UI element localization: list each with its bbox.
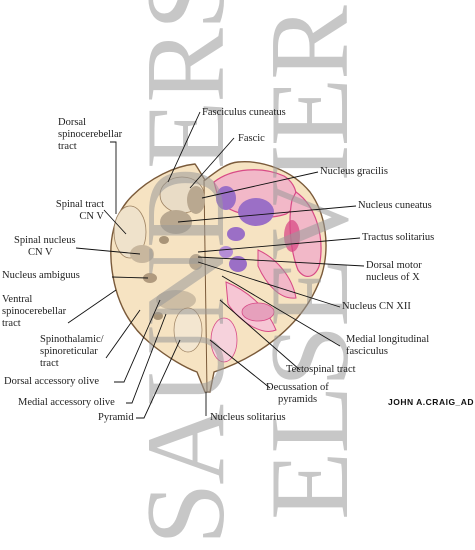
label-nucleus-ambiguus: Nucleus ambiguus <box>2 270 80 281</box>
label-nucleus-solitarius: Nucleus solitarius <box>210 412 286 423</box>
artist-signature: JOHN A.CRAIG_AD <box>388 397 475 407</box>
leader-tractus-solitarius <box>197 237 361 253</box>
label-dorsal-accessory-olive: Dorsal accessory olive <box>4 376 100 387</box>
leader-fasciculus-gracilis <box>189 137 235 189</box>
label-dorsal-spinocerebellar-line3: tract <box>58 141 77 152</box>
label-spinal-nucleus-cnv-line2: CN V <box>28 247 53 258</box>
leader-ventral-spinocerebellar <box>67 289 117 324</box>
label-spinal-tract-cnv-line2: CN V <box>79 211 104 222</box>
label-decussation-line1: Decussation of <box>266 382 329 393</box>
left-hypoglossal <box>189 254 203 270</box>
leader-spinothalamic <box>105 309 141 359</box>
leader-nucleus-cuneatus <box>177 205 357 223</box>
label-ventral-spinocerebellar-line2: spinocerebellar <box>2 306 67 317</box>
label-fasciculus-gracilis: Fascic <box>238 133 265 144</box>
label-spinothalamic-line2: spinoreticular <box>40 346 98 357</box>
left-olive <box>156 290 196 310</box>
label-nucleus-gracilis: Nucleus gracilis <box>320 166 388 177</box>
label-nucleus-cn-xii: Nucleus CN XII <box>342 301 411 312</box>
label-nucleus-cuneatus: Nucleus cuneatus <box>358 200 432 211</box>
label-spinal-nucleus-cnv: Spinal nucleus CN V <box>14 235 76 259</box>
left-nucleus-cuneatus <box>160 210 192 234</box>
label-tectospinal: Tectospinal tract <box>286 364 356 375</box>
label-pyramid: Pyramid <box>98 412 134 423</box>
midline <box>203 179 208 393</box>
label-dorsal-motor-x-line1: Dorsal motor <box>366 260 422 271</box>
leader-medial-accessory-olive <box>126 313 167 404</box>
label-dorsal-motor-x: Dorsal motor nucleus of X <box>366 260 422 284</box>
right-tractus-solitarius <box>227 227 245 241</box>
label-medial-longitudinal-line2: fasciculus <box>346 346 388 357</box>
leader-nucleus-gracilis <box>201 171 319 199</box>
label-decussation-line2: pyramids <box>278 394 318 405</box>
right-nucleus-gracilis <box>216 186 236 210</box>
right-olive <box>241 302 275 322</box>
right-pink-tract-a <box>257 249 297 299</box>
label-medial-longitudinal-line1: Medial longitudinal <box>346 334 430 345</box>
label-ventral-spinocerebellar-line3: tract <box>2 318 21 329</box>
label-spinothalamic-line3: tract <box>40 358 59 369</box>
leader-decussation <box>209 339 271 389</box>
label-spinal-tract-cnv-line1: Spinal tract <box>55 199 104 210</box>
label-medial-longitudinal: Medial longitudinal fasciculus <box>346 334 429 358</box>
leader-pyramid <box>136 339 181 419</box>
left-small-nucleus-a <box>159 236 169 244</box>
label-ventral-spinocerebellar-line1: Ventral <box>2 294 33 305</box>
leader-tectospinal <box>219 299 301 371</box>
leader-dorsal-accessory-olive <box>114 299 161 383</box>
label-medial-accessory-olive: Medial accessory olive <box>18 397 115 408</box>
label-ventral-spinocerebellar: Ventral spinocerebellar tract <box>2 294 66 330</box>
label-spinothalamic: Spinothalamic/ spinoreticular tract <box>40 334 104 370</box>
left-small-nucleus-b <box>153 312 163 320</box>
label-spinal-nucleus-cnv-line1: Spinal nucleus <box>14 235 76 246</box>
left-pyramid <box>173 307 203 353</box>
label-spinothalamic-line1: Spinothalamic/ <box>40 334 104 345</box>
label-tractus-solitarius: Tractus solitarius <box>362 232 435 243</box>
label-dorsal-spinocerebellar-line2: spinocerebellar <box>58 129 123 140</box>
left-nucleus-ambiguus <box>143 273 157 283</box>
right-pyramid <box>210 317 238 363</box>
left-spinal-tract-cnv <box>113 205 147 259</box>
leader-spinal-tract-cnv <box>103 209 127 235</box>
left-nucleus-gracilis <box>187 186 205 214</box>
label-dorsal-spinocerebellar: Dorsal spinocerebellar tract <box>58 117 122 153</box>
leader-dorsal-motor-x <box>197 256 365 267</box>
label-fasciculus-cuneatus: Fasciculus cuneatus <box>202 107 286 118</box>
left-spinal-nucleus-cnv <box>130 245 154 263</box>
leader-nucleus-ambiguus <box>111 276 149 279</box>
leader-medial-longitudinal <box>221 275 341 347</box>
right-hypoglossal <box>229 256 247 272</box>
leader-nucleus-cn-xii <box>197 261 341 308</box>
label-dorsal-spinocerebellar-line1: Dorsal <box>58 117 86 128</box>
leader-fasciculus-cuneatus <box>167 111 201 183</box>
right-nucleus-cuneatus <box>238 198 274 226</box>
label-decussation: Decussation of pyramids <box>266 382 329 406</box>
label-dorsal-motor-x-line2: nucleus of X <box>366 272 420 283</box>
leader-dorsal-spinocerebellar <box>110 141 117 214</box>
leader-spinal-nucleus-cnv <box>75 247 141 255</box>
label-spinal-tract-cnv: Spinal tract CN V <box>42 199 104 223</box>
